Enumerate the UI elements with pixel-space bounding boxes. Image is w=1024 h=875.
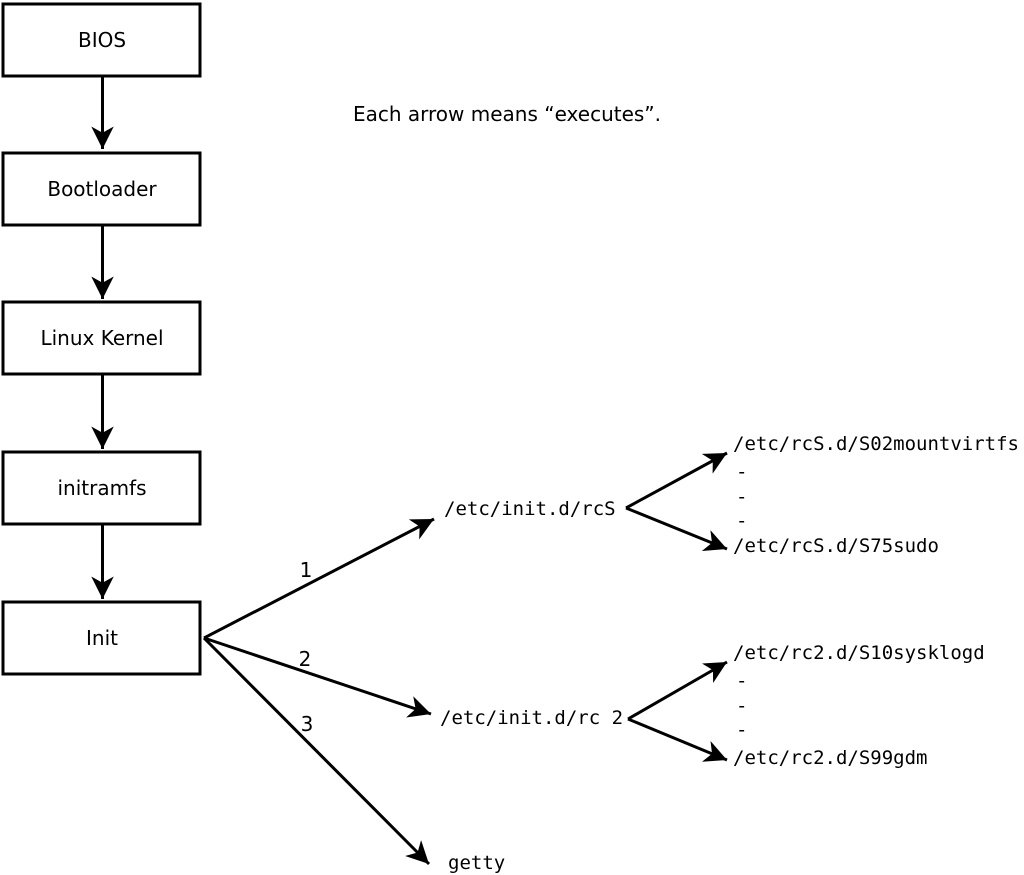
initramfs-box (1, 450, 202, 526)
arrow-init-to-rc2 (203, 636, 432, 718)
rcs-entry-s02mountvirtfs: /etc/rcS.d/S02mountvirtfs (733, 433, 1019, 455)
rc2-entry-ellipsis-dash: - (736, 670, 747, 692)
arrow-rcs-to-s02mountvirtfs (625, 451, 728, 510)
rc2-entry-s99gdm: /etc/rc2.d/S99gdm (733, 747, 927, 769)
arrow-rc2-to-s99gdm (627, 717, 728, 762)
getty-label: getty (448, 852, 505, 874)
flow-box-bios: BIOS (1, 2, 202, 78)
flow-box-init: Init (1, 600, 202, 676)
flow-box-bootloader: Bootloader (1, 151, 202, 227)
init-box (1, 600, 202, 676)
arrow-init-to-rcs (203, 517, 435, 640)
linux-kernel-box (1, 300, 202, 376)
rcs-entry-ellipsis-dash: - (736, 510, 747, 532)
rc2-script-label: /etc/init.d/rc 2 (440, 707, 623, 729)
rc2-entry-ellipsis-dash: - (736, 719, 747, 741)
rc2-entry-ellipsis-dash: - (736, 695, 747, 717)
initramfs-box-label: initramfs (57, 476, 146, 500)
rcs-entry-ellipsis-dash: - (736, 461, 747, 483)
branch-number-3: 3 (301, 712, 314, 736)
branch-number-2: 2 (299, 647, 312, 671)
flow-box-initramfs: initramfs (1, 450, 202, 526)
bootloader-box-label: Bootloader (47, 177, 157, 201)
rcs-entry-s75sudo: /etc/rcS.d/S75sudo (733, 535, 939, 557)
bios-box-label: BIOS (78, 28, 126, 52)
rcs-entry-ellipsis-dash: - (736, 486, 747, 508)
arrow-init-to-getty (202, 636, 431, 866)
bootloader-box (1, 151, 202, 227)
arrow-rcs-to-s75sudo (625, 506, 728, 551)
rc2-entry-s10sysklogd: /etc/rc2.d/S10sysklogd (733, 642, 985, 664)
bios-box (1, 2, 202, 78)
rcs-script-label: /etc/init.d/rcS (444, 498, 616, 520)
linux-kernel-box-label: Linux Kernel (40, 326, 163, 350)
branch-number-1: 1 (300, 558, 313, 582)
arrow-rc2-to-s10sysklogd (627, 660, 728, 721)
init-box-label: Init (86, 626, 118, 650)
caption-arrow-meaning: Each arrow means “executes”. (353, 102, 661, 126)
flow-box-linux-kernel: Linux Kernel (1, 300, 202, 376)
